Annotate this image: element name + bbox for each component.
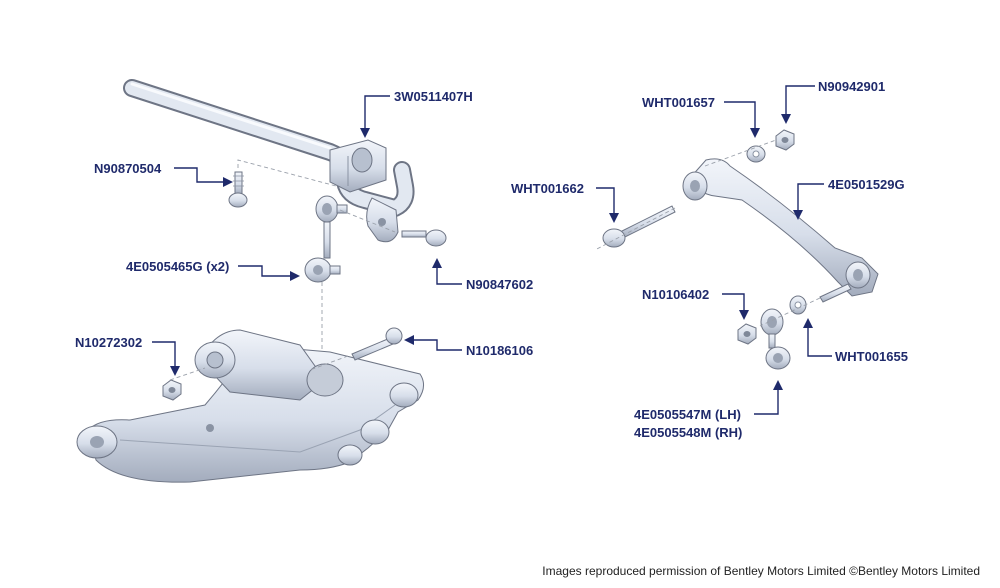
- leader-4e0505547m: [754, 380, 783, 415]
- upper-arm-4e0501529g: [682, 158, 879, 297]
- label-link-rh: 4E0505548M (RH): [634, 425, 742, 440]
- leader-3w0511407h: [360, 95, 390, 138]
- leader-n10186106: [404, 335, 462, 351]
- drop-link-4e0505465g: [304, 195, 348, 283]
- washer-wht001657: [746, 145, 766, 163]
- leader-n10106402: [722, 293, 749, 320]
- assembly-lines-right: [594, 139, 821, 327]
- leader-wht001662: [596, 187, 619, 223]
- label-nut-mid: N10106402: [642, 287, 709, 302]
- nut-n10106402: [737, 323, 757, 345]
- leader-n90847602: [432, 258, 462, 285]
- sway-bar-bushing: [329, 139, 387, 193]
- nut-n90942901: [775, 129, 795, 151]
- label-nut-lower: N10272302: [75, 335, 142, 350]
- leader-n90870504: [174, 167, 233, 187]
- leader-wht001657: [724, 101, 760, 138]
- toe-link-4e0505547m: [760, 308, 791, 370]
- leader-n90942901: [781, 85, 815, 124]
- end-plate-hole: [378, 218, 386, 226]
- leader-wht001655: [803, 318, 832, 357]
- assembly-lines-left: [169, 159, 396, 381]
- leader-4e0505465g: [238, 265, 300, 281]
- leader-n10272302: [152, 341, 180, 376]
- copyright-credit: Images reproduced permission of Bentley …: [542, 564, 980, 578]
- label-long-bolt: WHT001662: [511, 181, 584, 196]
- label-link-lh: 4E0505547M (LH): [634, 407, 741, 422]
- label-washer-right: WHT001655: [835, 349, 908, 364]
- arm-stud: [819, 283, 852, 303]
- label-upper-arm: 4E0501529G: [828, 177, 905, 192]
- nut-n10272302: [162, 379, 182, 401]
- label-bolt-lower: N10186106: [466, 343, 533, 358]
- label-bolt-right: N90847602: [466, 277, 533, 292]
- label-drop-link: 4E0505465G (x2): [126, 259, 229, 274]
- label-washer-top: WHT001657: [642, 95, 715, 110]
- label-sway-bar: 3W0511407H: [394, 89, 473, 104]
- label-bolt-left: N90870504: [94, 161, 162, 176]
- lower-control-arm: [76, 329, 424, 483]
- leader-4e0501529g: [793, 183, 824, 220]
- label-nut-top: N90942901: [818, 79, 885, 94]
- bolt-n90847602: [401, 229, 447, 247]
- bolt-n10186106: [351, 327, 403, 361]
- bolt-n90870504: [228, 171, 248, 208]
